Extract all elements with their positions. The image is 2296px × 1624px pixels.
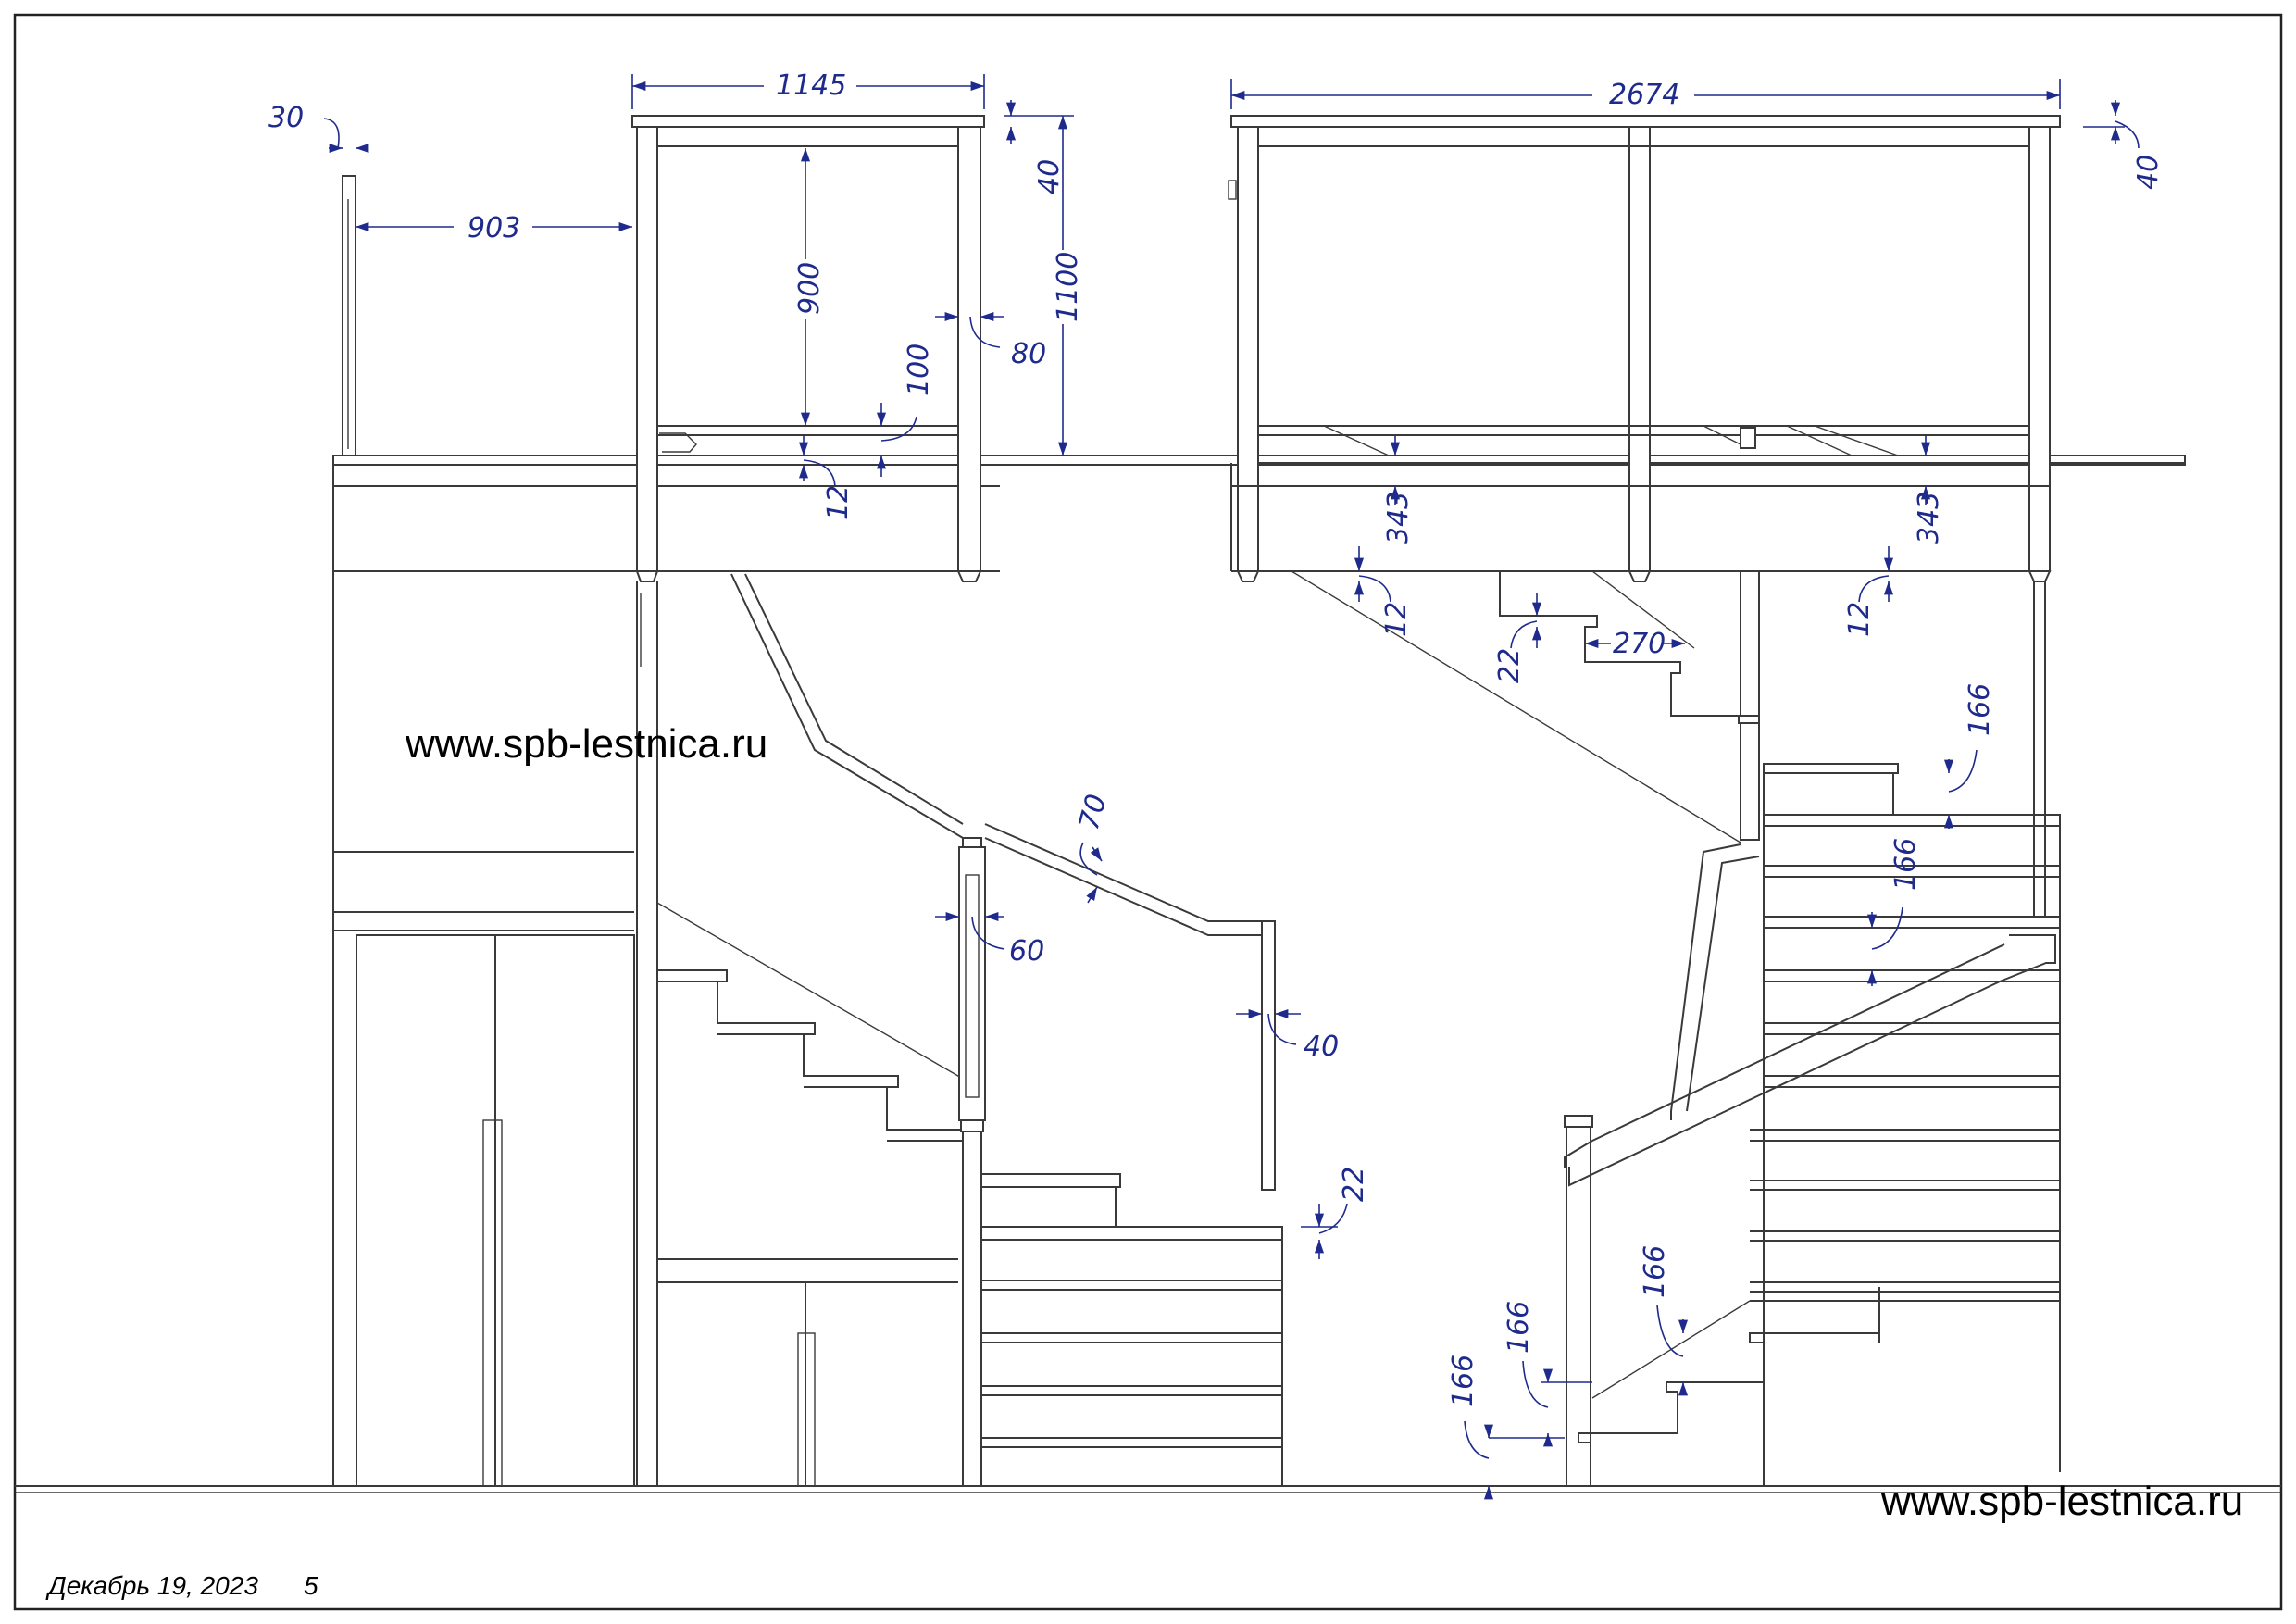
dim-343-right: 343 — [1913, 492, 1945, 544]
dimension-annotations — [323, 74, 2140, 1500]
dimension-labels: 30 903 1145 40 1100 900 80 100 12 2674 4… — [268, 69, 2165, 1407]
under-stair-storage — [657, 1258, 958, 1487]
footer-page: 5 — [304, 1571, 318, 1600]
dim-166-e: 166 — [1639, 1245, 1671, 1298]
dim-22-lower: 22 — [1338, 1167, 1370, 1202]
dim-30: 30 — [268, 102, 304, 134]
dim-12-mid: 12 — [1380, 602, 1413, 637]
dim-1145: 1145 — [776, 69, 846, 102]
right-upper-stairs — [1291, 570, 2061, 1486]
drawing-frame — [13, 13, 2283, 1611]
dim-900: 900 — [793, 262, 826, 315]
dim-40-top-right: 40 — [2132, 155, 2165, 190]
dim-2674: 2674 — [1609, 79, 1679, 111]
dim-40-handrail: 40 — [1304, 1031, 1339, 1063]
dim-166-a: 166 — [1964, 683, 1996, 736]
watermark-right: www.spb-lestnica.ru — [1880, 1479, 2243, 1524]
dim-60: 60 — [1009, 935, 1044, 968]
dim-12-right: 12 — [1843, 602, 1876, 637]
dim-166-d: 166 — [1503, 1301, 1535, 1354]
right-gallery — [1228, 115, 2186, 917]
dim-903: 903 — [468, 212, 520, 244]
footer-date: Декабрь 19, 2023 — [45, 1571, 258, 1600]
watermark-left: www.spb-lestnica.ru — [405, 721, 767, 767]
closet-door — [356, 934, 635, 1487]
dim-70: 70 — [1073, 791, 1114, 833]
dim-1100: 1100 — [1052, 252, 1084, 322]
left-newel-and-handrail — [730, 573, 1276, 1486]
dim-166-c: 166 — [1447, 1355, 1479, 1407]
dim-12-left: 12 — [822, 485, 855, 520]
dim-80: 80 — [1011, 338, 1046, 370]
dim-22-upper: 22 — [1493, 648, 1526, 683]
dim-270: 270 — [1613, 628, 1666, 660]
dim-343-left: 343 — [1382, 492, 1415, 544]
left-stair-flight — [656, 902, 1283, 1486]
dim-40-top-left: 40 — [1033, 159, 1066, 194]
dim-166-b: 166 — [1890, 838, 1922, 891]
dim-100: 100 — [903, 344, 935, 396]
